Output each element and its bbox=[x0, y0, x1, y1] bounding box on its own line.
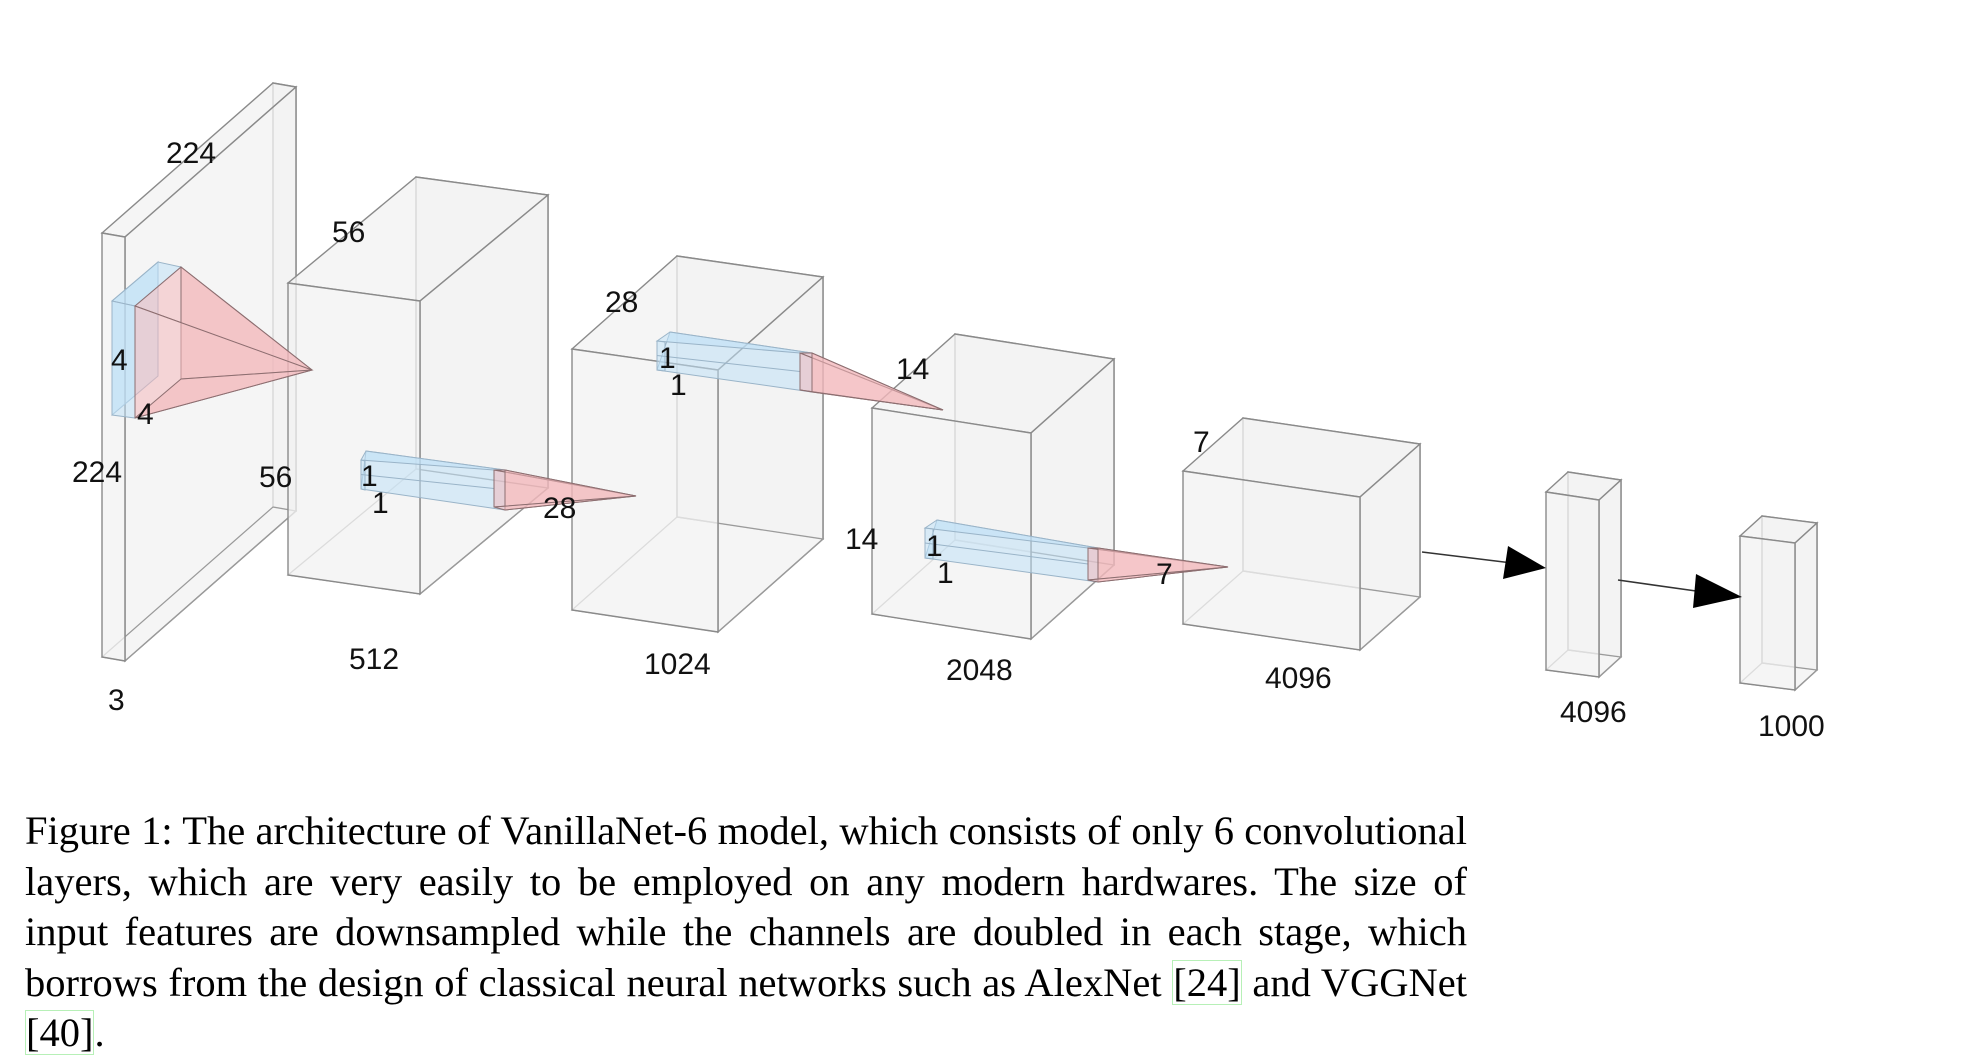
kernel-bar-edge bbox=[924, 542, 1089, 565]
caption-text-middle: and VGGNet bbox=[1241, 959, 1467, 1005]
arrow-stage4-to-fc1 bbox=[1421, 546, 1546, 579]
kernel-stage2 bbox=[655, 331, 944, 411]
layer-box-stage4 bbox=[1181, 417, 1422, 652]
kernel-cones bbox=[110, 260, 1229, 583]
input-kernel-h-label: 4 bbox=[111, 344, 128, 377]
arrow-fc1-to-fc2 bbox=[1617, 574, 1742, 608]
cone-face-bottom bbox=[799, 389, 944, 411]
stage2-height-label: 28 bbox=[543, 492, 576, 525]
fc2-channels-label: 1000 bbox=[1758, 710, 1825, 743]
stage3-kernel-h-label: 1 bbox=[926, 530, 943, 563]
stage4-width-label: 7 bbox=[1193, 426, 1210, 459]
kernel-bar-edge bbox=[360, 474, 495, 489]
stage3-kernel-w-label: 1 bbox=[937, 557, 954, 590]
stage3-width-label: 14 bbox=[896, 353, 929, 386]
box-front-face bbox=[1739, 535, 1796, 691]
kernel-bar-edge bbox=[656, 355, 801, 372]
stage2-channels-label: 1024 bbox=[644, 648, 711, 681]
input-width-label: 224 bbox=[166, 137, 216, 170]
box-front-face bbox=[1545, 491, 1600, 678]
stage4-channels-label: 4096 bbox=[1265, 662, 1332, 695]
caption-text-end: . bbox=[94, 1010, 105, 1055]
kernel-stage1 bbox=[360, 450, 637, 511]
layer-box-fc2 bbox=[1738, 515, 1819, 692]
input-kernel-w-label: 4 bbox=[137, 398, 154, 431]
arrowhead-icon bbox=[1693, 574, 1742, 608]
stage4-height-label: 7 bbox=[1156, 558, 1173, 591]
stage3-channels-label: 2048 bbox=[946, 654, 1013, 687]
fc1-channels-label: 4096 bbox=[1560, 696, 1627, 729]
citation-link-alexnet[interactable]: [24] bbox=[1172, 959, 1242, 1005]
arrow-line bbox=[1421, 551, 1509, 564]
cone-face-bottom bbox=[1087, 566, 1229, 583]
input-channels-label: 3 bbox=[108, 684, 125, 717]
arrow-line bbox=[1617, 579, 1697, 592]
box-side-face bbox=[1794, 521, 1818, 692]
stage1-kernel-h-label: 1 bbox=[361, 460, 378, 493]
kernel-stage3 bbox=[923, 519, 1229, 583]
box-front-face bbox=[1182, 470, 1361, 651]
kernel-input bbox=[110, 260, 314, 419]
stage1-height-label: 56 bbox=[259, 461, 292, 494]
stage1-channels-label: 512 bbox=[349, 643, 399, 676]
stage2-kernel-h-label: 1 bbox=[659, 342, 676, 375]
input-height-label: 224 bbox=[72, 456, 122, 489]
layer-boxes bbox=[100, 82, 1819, 692]
layer-box-fc1 bbox=[1544, 471, 1623, 679]
box-side-face bbox=[1598, 478, 1622, 679]
arrowhead-icon bbox=[1503, 546, 1546, 579]
stage1-width-label: 56 bbox=[332, 216, 365, 249]
citation-link-vggnet[interactable]: [40] bbox=[25, 1010, 95, 1055]
dimension-labels: 224 224 3 4 4 56 56 512 1 1 28 28 1024 1… bbox=[72, 137, 1825, 743]
cone-face-bottom bbox=[134, 369, 313, 419]
caption-text: Figure 1: The architecture of VanillaNet… bbox=[25, 808, 1467, 1005]
cone-face-bottom bbox=[493, 495, 637, 511]
stage3-height-label: 14 bbox=[845, 523, 878, 556]
stage2-width-label: 28 bbox=[605, 286, 638, 319]
layer-box-stage1 bbox=[286, 176, 550, 596]
architecture-diagram: 224 224 3 4 4 56 56 512 1 1 28 28 1024 1… bbox=[72, 82, 1825, 743]
stage1-kernel-w-label: 1 bbox=[372, 487, 389, 520]
stage2-kernel-w-label: 1 bbox=[670, 369, 687, 402]
fc-arrows bbox=[1421, 546, 1742, 608]
figure-caption: Figure 1: The architecture of VanillaNet… bbox=[25, 806, 1467, 1059]
box-front-face bbox=[287, 282, 421, 595]
